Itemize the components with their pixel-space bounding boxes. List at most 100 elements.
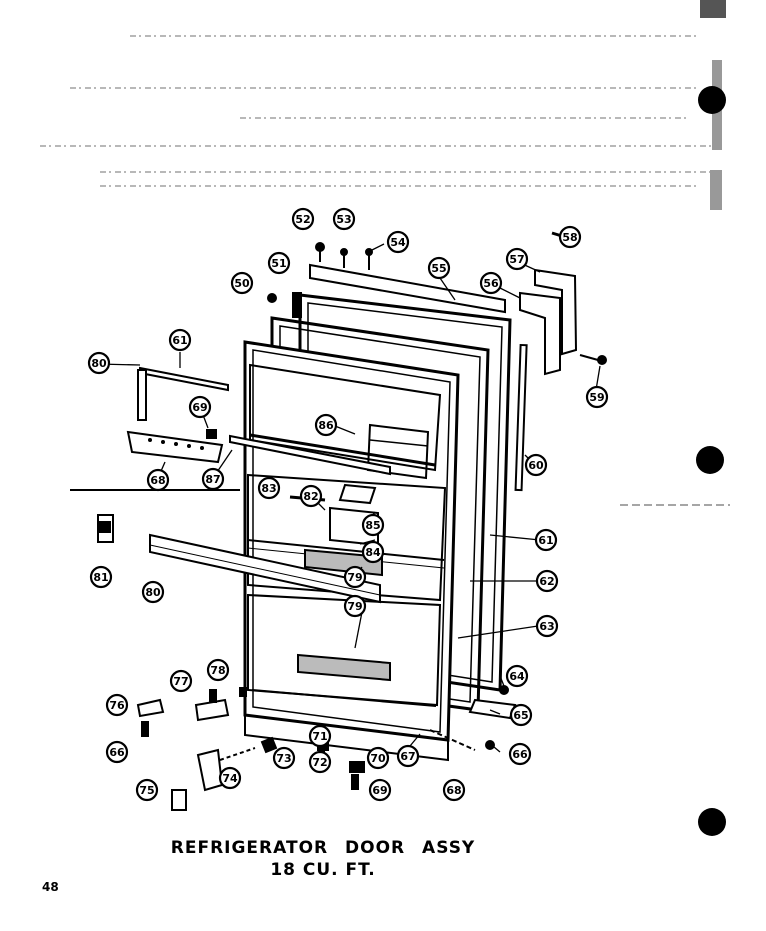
dairy-compartment <box>249 363 442 472</box>
side-trim-strip <box>514 343 528 492</box>
callout-label: 78 <box>210 664 225 677</box>
callout-label: 53 <box>336 213 351 226</box>
callout-68: 68 <box>442 778 466 802</box>
callout-circle <box>135 778 159 802</box>
callout-circle <box>366 746 390 770</box>
callout-label: 75 <box>139 784 154 797</box>
callout-circle <box>505 247 529 271</box>
left-top-parts <box>126 366 391 476</box>
callout-label: 59 <box>589 391 604 404</box>
callout-circle <box>141 580 165 604</box>
callout-label: 65 <box>513 709 528 722</box>
callout-label: 83 <box>261 482 276 495</box>
diagram-title: REFRIGERATOR DOOR ASSY <box>170 838 476 858</box>
callout-circle <box>188 395 212 419</box>
callout-label: 79 <box>347 600 362 613</box>
callout-circle <box>343 565 367 589</box>
callout-circle <box>168 328 192 352</box>
callout-label: 77 <box>173 675 188 688</box>
callout-57: 57 <box>505 247 529 271</box>
callout-circle <box>308 750 332 774</box>
callout-80: 80 <box>87 351 111 375</box>
callout-69: 69 <box>188 395 212 419</box>
callout-54: 54 <box>386 230 410 254</box>
callout-circle <box>89 565 113 589</box>
callout-87: 87 <box>201 467 225 491</box>
callout-65: 65 <box>509 703 533 727</box>
faded-header-text <box>40 35 720 187</box>
callout-circle <box>87 351 111 375</box>
callout-84: 84 <box>361 540 385 564</box>
callout-71: 71 <box>308 724 332 748</box>
callout-63: 63 <box>535 614 559 638</box>
callout-circle <box>524 453 548 477</box>
callout-circle <box>343 594 367 618</box>
callout-label: 61 <box>538 534 553 547</box>
callout-73: 73 <box>272 746 296 770</box>
callout-circle <box>442 778 466 802</box>
callout-circle <box>218 766 242 790</box>
callout-circle <box>558 225 582 249</box>
callout-77: 77 <box>169 669 193 693</box>
callout-circle <box>272 746 296 770</box>
top-trim-bar <box>309 263 506 314</box>
callout-circle <box>291 207 315 231</box>
binder-hole-1 <box>698 86 726 114</box>
callout-circle <box>386 230 410 254</box>
callout-circle <box>308 724 332 748</box>
callout-61: 61 <box>534 528 558 552</box>
callout-79: 79 <box>343 565 367 589</box>
callout-56: 56 <box>479 271 503 295</box>
part-81-latch <box>97 514 114 543</box>
callout-75: 75 <box>135 778 159 802</box>
callout-label: 51 <box>271 257 286 270</box>
callout-circle <box>105 693 129 717</box>
callout-circle <box>479 271 503 295</box>
callout-79: 79 <box>343 594 367 618</box>
screws-top <box>267 242 373 303</box>
callout-circle <box>230 271 254 295</box>
callout-64: 64 <box>505 664 529 688</box>
callout-circle <box>257 476 281 500</box>
callout-label: 63 <box>539 620 554 633</box>
callout-label: 69 <box>192 401 207 414</box>
callout-circle <box>505 664 529 688</box>
callout-label: 70 <box>370 752 386 765</box>
callout-circle <box>201 467 225 491</box>
callout-60: 60 <box>524 453 548 477</box>
callout-circle <box>585 385 609 409</box>
callout-circle <box>361 540 385 564</box>
callout-circle <box>396 744 420 768</box>
callout-82: 82 <box>299 484 323 508</box>
callout-81: 81 <box>89 565 113 589</box>
callout-label: 81 <box>93 571 108 584</box>
callout-label: 57 <box>509 253 524 266</box>
butter-compartment <box>366 423 430 480</box>
callout-circle <box>361 513 385 537</box>
callout-74: 74 <box>218 766 242 790</box>
callout-circle <box>535 569 559 593</box>
top-hinge-bracket <box>519 231 607 376</box>
door-bottom-panel <box>244 713 449 762</box>
callout-label: 85 <box>365 519 380 532</box>
callout-circle <box>508 742 532 766</box>
callout-label: 68 <box>446 784 461 797</box>
callout-label: 76 <box>109 699 125 712</box>
callout-80: 80 <box>141 580 165 604</box>
callout-label: 55 <box>431 262 446 275</box>
callout-78: 78 <box>206 658 230 682</box>
callout-83: 83 <box>257 476 281 500</box>
callout-label: 86 <box>318 419 334 432</box>
callout-66: 66 <box>508 742 532 766</box>
callout-59: 59 <box>585 385 609 409</box>
callout-circle <box>267 251 291 275</box>
callout-circle <box>534 528 558 552</box>
callout-label: 50 <box>234 277 250 290</box>
callout-68: 68 <box>146 468 170 492</box>
diagram-subtitle: 18 CU. FT. <box>270 860 376 880</box>
callout-label: 54 <box>390 236 406 249</box>
page-number: 48 <box>42 880 59 894</box>
